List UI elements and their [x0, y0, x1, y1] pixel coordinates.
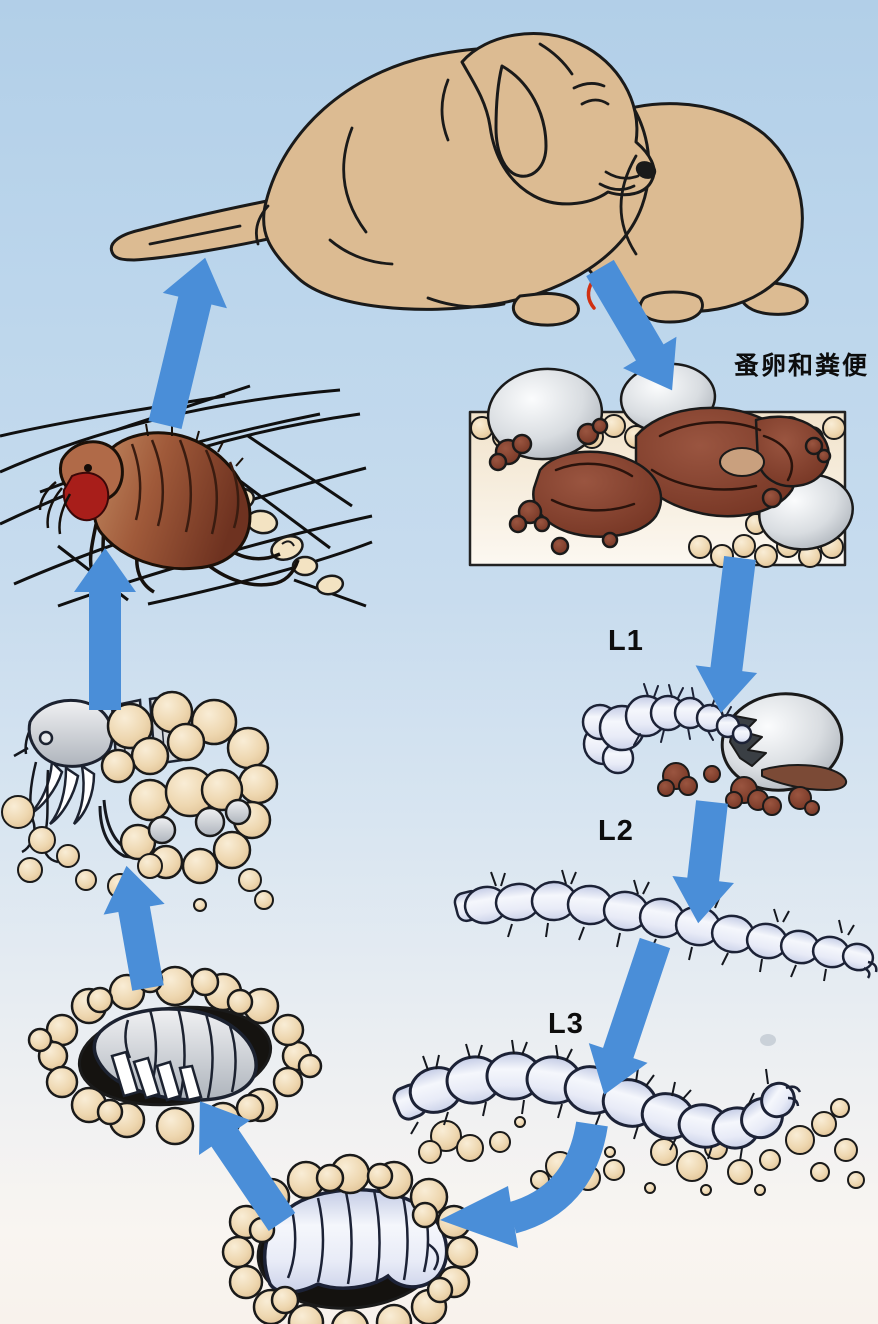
arrow-l1-to-l2 [672, 800, 734, 924]
flea-body [91, 431, 252, 571]
larva-l3-illustration [392, 1039, 865, 1196]
dog-eye [580, 98, 610, 106]
feces-clumps [488, 406, 832, 556]
arrow-l2-to-l3 [588, 937, 671, 1095]
blood-spot [62, 471, 110, 522]
larva-l2-illustration [453, 869, 878, 982]
l1-label: L1 [608, 625, 644, 657]
l2-label: L2 [598, 815, 634, 847]
scan-smudge [760, 1034, 776, 1046]
arrow-eggs-to-l1 [695, 556, 758, 713]
dog-illustration [109, 32, 809, 327]
arrow-flea-to-dog [148, 257, 227, 429]
larva-l1-hatching-illustration [581, 683, 848, 816]
dog-nose [635, 161, 657, 179]
arrow-dog-to-eggs [586, 259, 677, 391]
arrow-emerging-to-adult [74, 548, 136, 710]
dog-ear [494, 64, 548, 178]
arrow-l3-to-cocoon [440, 1121, 608, 1248]
dog-front-paw [511, 292, 580, 327]
arrow-cocoon-to-pupa [199, 1101, 296, 1231]
l3-label: L3 [548, 1008, 584, 1040]
scratch-mark [586, 280, 596, 310]
emerging-flea-illustration [1, 690, 279, 912]
adult-flea-on-hair-illustration [0, 384, 373, 608]
larva-in-cocoon-illustration [221, 1153, 479, 1324]
cycle-arrows [74, 257, 758, 1248]
eggs-feces-label: 蚤卵和粪便 [734, 352, 870, 380]
arrow-pupa-to-emerging [103, 865, 165, 991]
pupa-in-cocoon-illustration [27, 965, 323, 1146]
flea-eggs-and-feces-illustration [468, 362, 854, 568]
dog-hind-paw [638, 290, 704, 324]
